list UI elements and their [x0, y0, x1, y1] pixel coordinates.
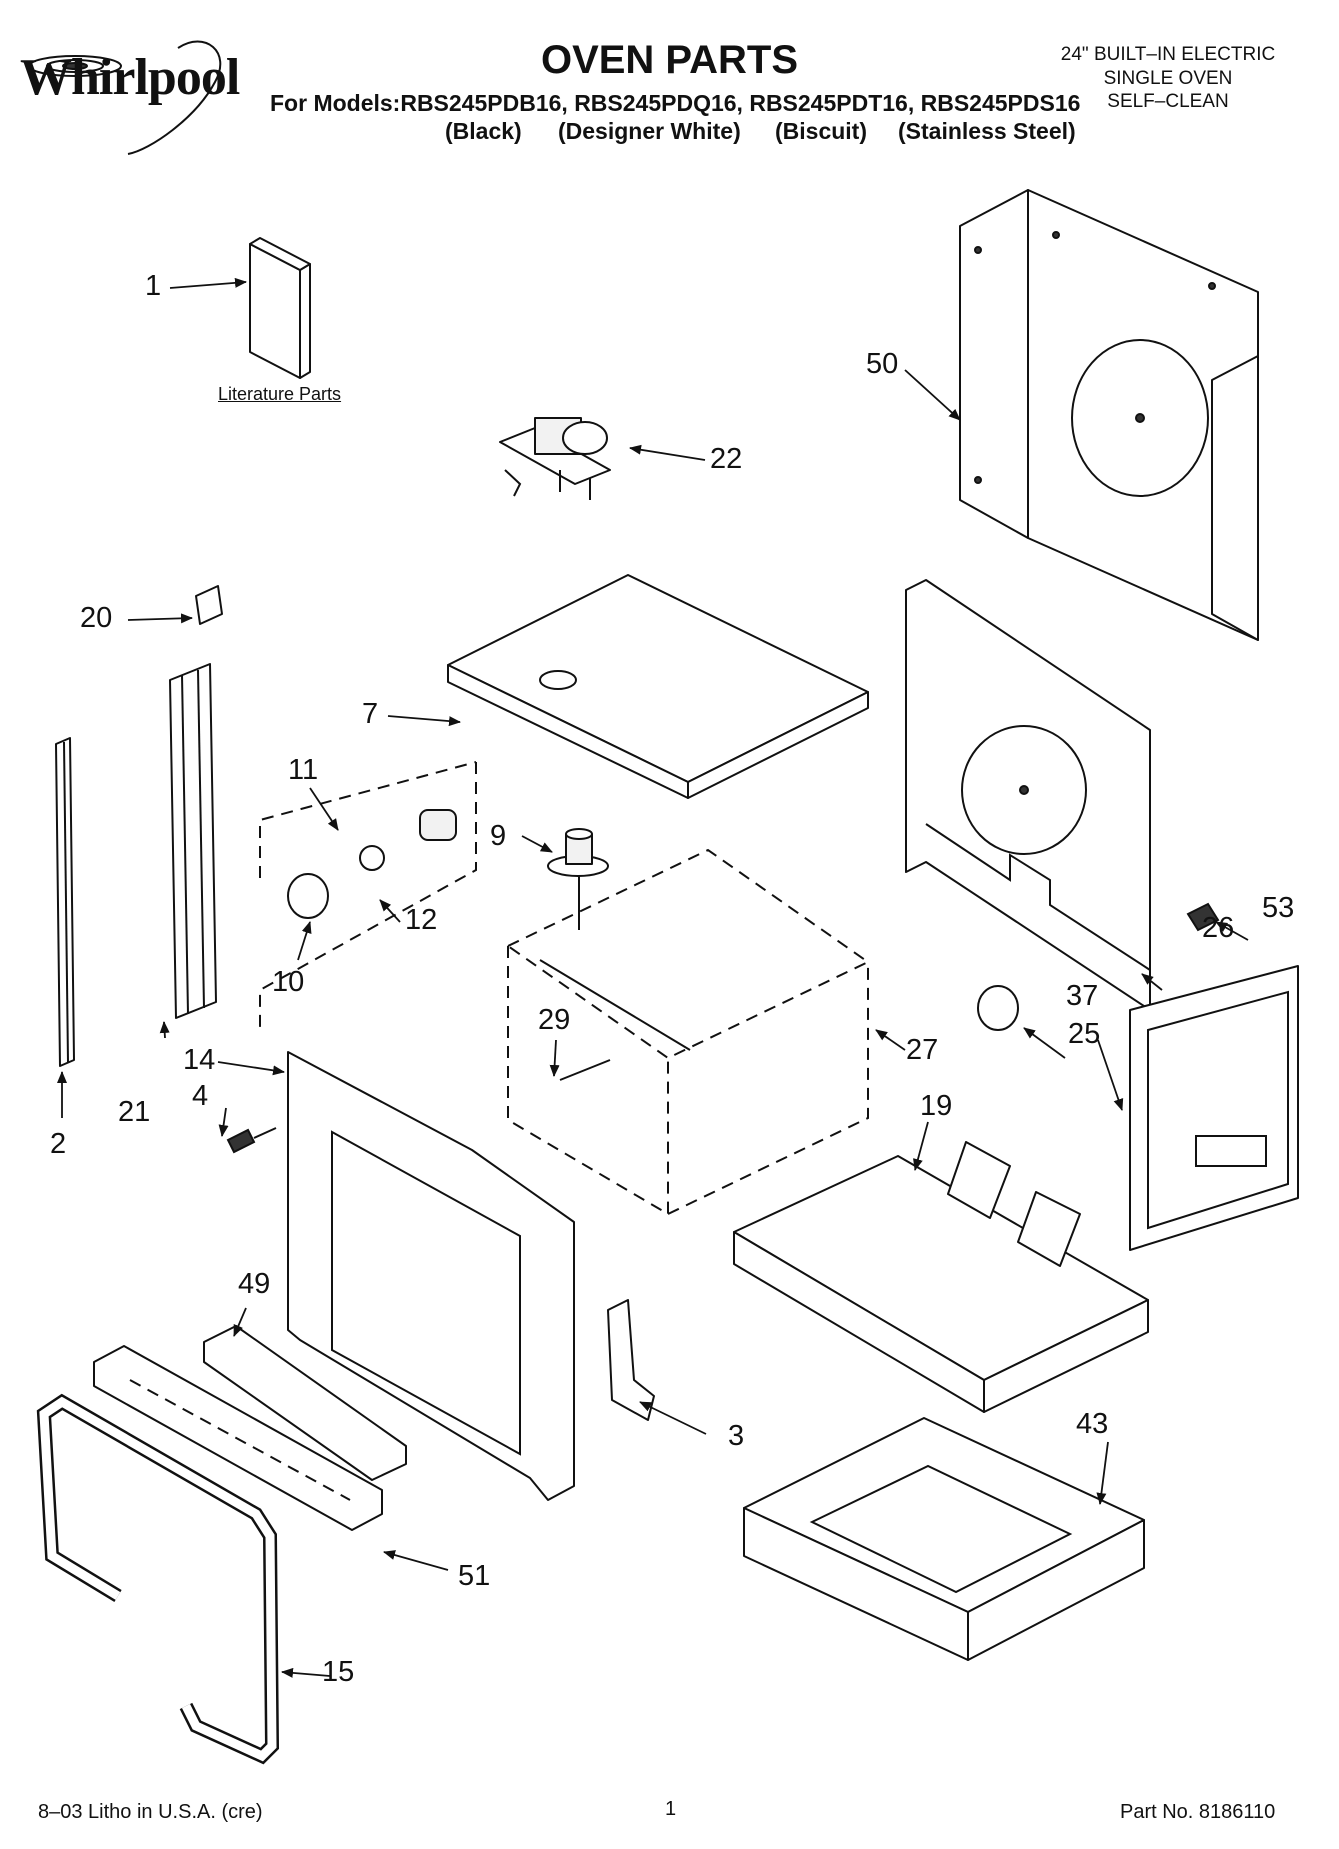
part-9-sensor	[547, 828, 609, 930]
variant-designer-white: (Designer White)	[558, 118, 741, 144]
leader-arrows	[57, 277, 1249, 1678]
product-type-line-3: SELF–CLEAN	[1107, 91, 1229, 112]
variant-biscuit: (Biscuit)	[775, 118, 867, 144]
callout-10: 10	[272, 966, 305, 998]
callout-1: 1	[145, 270, 162, 302]
part-51-vent-trim	[93, 1345, 383, 1531]
footer-page-number: 1	[665, 1798, 677, 1820]
models-line: For Models:RBS245PDB16, RBS245PDQ16, RBS…	[270, 90, 1081, 116]
callout-21: 21	[118, 1096, 151, 1128]
callout-15: 15	[322, 1656, 355, 1688]
callout-25: 25	[1068, 1018, 1101, 1050]
callout-49: 49	[238, 1268, 271, 1300]
footer-litho: 8–03 Litho in U.S.A. (cre)	[38, 1801, 263, 1823]
callout-53: 53	[1262, 892, 1295, 924]
part-15-gasket	[36, 1393, 280, 1765]
callout-12: 12	[405, 904, 438, 936]
callout-20: 20	[80, 602, 113, 634]
part-21-side-frame	[169, 663, 217, 1019]
part-20-tab	[195, 585, 223, 625]
part-50-rear-panel	[959, 189, 1259, 641]
callout-7: 7	[362, 698, 379, 730]
product-type-line-1: 24" BUILT–IN ELECTRIC	[1060, 44, 1276, 65]
part-37-thermal-switch	[977, 985, 1019, 1031]
callout-37: 37	[1066, 980, 1099, 1012]
callout-11: 11	[288, 754, 319, 786]
page-title: OVEN PARTS	[540, 38, 799, 82]
part-7-top-panel	[447, 574, 869, 799]
callout-26: 26	[1202, 912, 1235, 944]
callout-4: 4	[192, 1080, 209, 1112]
callout-29: 29	[538, 1004, 571, 1036]
part-43-tray	[743, 1417, 1145, 1661]
part-53-clip	[1186, 902, 1220, 932]
whirlpool-logo-swirl-icon	[28, 40, 222, 155]
callout-22: 22	[710, 443, 743, 475]
parts-10-11-12-light-kit	[259, 761, 477, 1028]
footer-part-number: Part No. 8186110	[1120, 1801, 1276, 1823]
part-4-screw	[226, 1127, 277, 1154]
part-14-front-frame	[287, 1051, 575, 1501]
brand-logo-text: Whirlpool	[20, 49, 240, 106]
part-26-rear-frame	[905, 579, 1151, 1011]
callout-27: 27	[906, 1034, 939, 1066]
callout-19: 19	[920, 1090, 953, 1122]
part-3-bracket	[607, 1299, 655, 1421]
callout-43: 43	[1076, 1408, 1109, 1440]
callout-51: 51	[458, 1560, 491, 1592]
part-22-control-assembly	[499, 417, 611, 500]
callout-3: 3	[728, 1420, 745, 1452]
part-2-side-trim	[55, 737, 75, 1067]
callout-9: 9	[490, 820, 507, 852]
part-27-oven-cavity	[506, 848, 870, 1216]
callout-14: 14	[183, 1044, 216, 1076]
literature-parts-label: Literature Parts	[218, 384, 342, 404]
product-type-line-2: SINGLE OVEN	[1103, 68, 1233, 89]
callout-50: 50	[866, 348, 899, 380]
part-19-bottom-panel	[733, 1141, 1149, 1413]
variant-black: (Black)	[445, 118, 522, 144]
callout-2: 2	[50, 1128, 67, 1160]
part-1-literature	[249, 237, 311, 379]
part-25-side-panel	[1129, 965, 1299, 1251]
variant-stainless-steel: (Stainless Steel)	[898, 118, 1076, 144]
